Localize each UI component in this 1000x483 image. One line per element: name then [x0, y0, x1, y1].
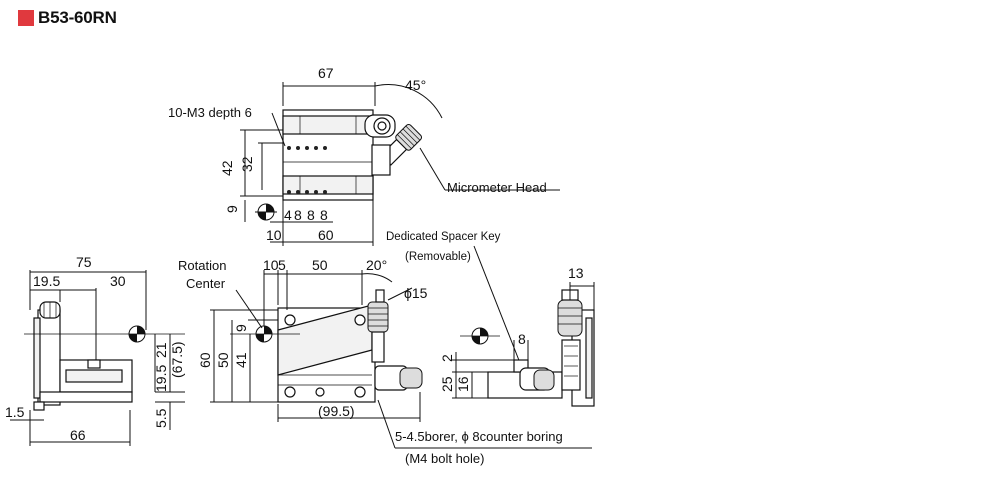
dim-60-top: 60	[318, 227, 334, 243]
top-view-rail-upper	[282, 115, 374, 135]
top-view: 67 45° 42 32 9 4 8 8 8 10 60 10-M3 depth…	[168, 65, 560, 246]
label-spacer-key: Dedicated Spacer Key	[386, 231, 501, 243]
dim-45-angle: 45°	[405, 77, 426, 93]
front-view: Rotation Center 10 5 50 20° ϕ15 60 50 41…	[178, 257, 592, 466]
label-center: Center	[186, 276, 226, 291]
dim-25: 25	[439, 376, 455, 392]
top-view-center-mark	[255, 203, 277, 221]
label-micrometer: Micrometer Head	[447, 180, 547, 195]
header: B53-60RN	[18, 6, 117, 30]
label-bolt-holes: 5-4.5borer, ϕ 8counter boring	[395, 429, 563, 444]
dim-67: 67	[318, 65, 334, 81]
front-view-micrometer[interactable]	[367, 289, 389, 363]
dim-21: 21	[153, 342, 169, 358]
model-title: B53-60RN	[38, 8, 117, 27]
dim-1-5: 1.5	[5, 404, 25, 420]
dim-16: 16	[455, 376, 471, 392]
dim-9-front: 9	[233, 324, 249, 332]
label-bolt-size: (M4 bolt hole)	[405, 451, 484, 466]
dim-75: 75	[76, 254, 92, 270]
dim-50-front-v: 50	[215, 352, 231, 368]
dim-20-angle: 20°	[366, 257, 387, 273]
dim-66: 66	[70, 427, 86, 443]
label-removable: (Removable)	[405, 251, 471, 263]
label-rotation: Rotation	[178, 258, 226, 273]
top-view-mount	[371, 144, 391, 176]
dim-19-5-top: 19.5	[33, 273, 60, 289]
right-view: Dedicated Spacer Key (Removable) 8	[386, 231, 595, 407]
dim-10-front: 10	[263, 257, 279, 273]
dim-pitch-4: 4	[284, 207, 292, 223]
left-view-bracket	[37, 309, 61, 406]
dim-pitch-8b: 8	[307, 207, 315, 223]
dim-phi15: ϕ15	[404, 285, 428, 301]
label-tap-holes: 10-M3 depth 6	[168, 105, 252, 120]
brand-swatch	[18, 10, 34, 26]
dim-5-front: 5	[278, 257, 286, 273]
dim-9: 9	[224, 205, 240, 213]
dim-pitch-8a: 8	[294, 207, 302, 223]
dim-99-5: (99.5)	[318, 403, 355, 419]
dim-42: 42	[219, 160, 235, 176]
dim-pitch-8c: 8	[320, 207, 328, 223]
dim-32: 32	[239, 156, 255, 172]
dim-30: 30	[110, 273, 126, 289]
dim-2: 2	[439, 354, 455, 362]
dim-60-front: 60	[197, 352, 213, 368]
right-view-micrometer[interactable]	[557, 299, 583, 337]
dim-5-5: 5.5	[153, 408, 169, 428]
dim-41-front: 41	[233, 352, 249, 368]
dim-10: 10	[266, 227, 282, 243]
dim-8: 8	[518, 331, 526, 347]
tap-holes	[287, 146, 327, 194]
top-view-rail-lower	[282, 175, 374, 195]
dim-19-5-side: 19.5	[153, 365, 169, 392]
dim-50-front: 50	[312, 257, 328, 273]
left-view: 75 19.5 30 21 (67.5) 19.5 5.5 1.5 66	[5, 254, 185, 446]
dim-67-5: (67.5)	[169, 341, 185, 378]
dim-13: 13	[568, 265, 584, 281]
